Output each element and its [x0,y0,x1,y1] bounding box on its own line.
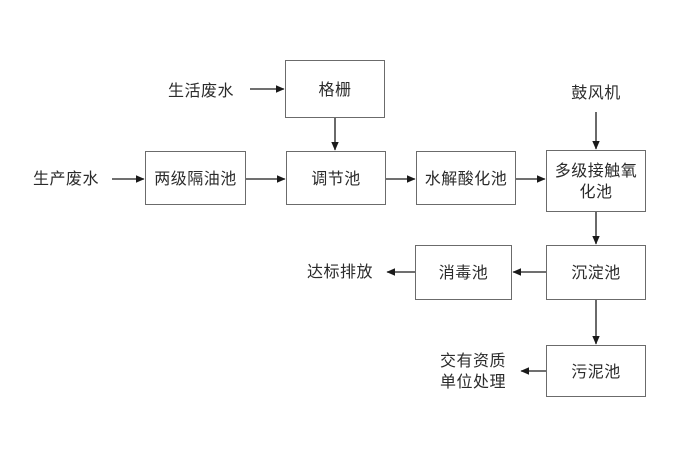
node-hydrolysis-acidification-tank[interactable]: 水解酸化池 [416,151,516,205]
label-compliant-discharge: 达标排放 [306,261,373,281]
node-sedimentation-tank[interactable]: 沉淀池 [546,245,646,300]
label-domestic-wastewater: 生活废水 [167,80,234,100]
node-sludge-tank[interactable]: 污泥池 [546,345,646,397]
node-regulating-tank[interactable]: 调节池 [286,151,386,205]
node-multistage-contact-oxidation-tank[interactable]: 多级接触氧 化池 [546,150,646,212]
label-blower: 鼓风机 [571,82,621,102]
node-grille[interactable]: 格栅 [285,60,385,118]
node-disinfection-tank[interactable]: 消毒池 [415,245,512,300]
node-two-stage-oil-separation-tank[interactable]: 两级隔油池 [145,151,246,205]
label-production-wastewater: 生产废水 [32,168,99,188]
label-handover-to-qualified-unit: 交有资质 单位处理 [439,351,506,391]
